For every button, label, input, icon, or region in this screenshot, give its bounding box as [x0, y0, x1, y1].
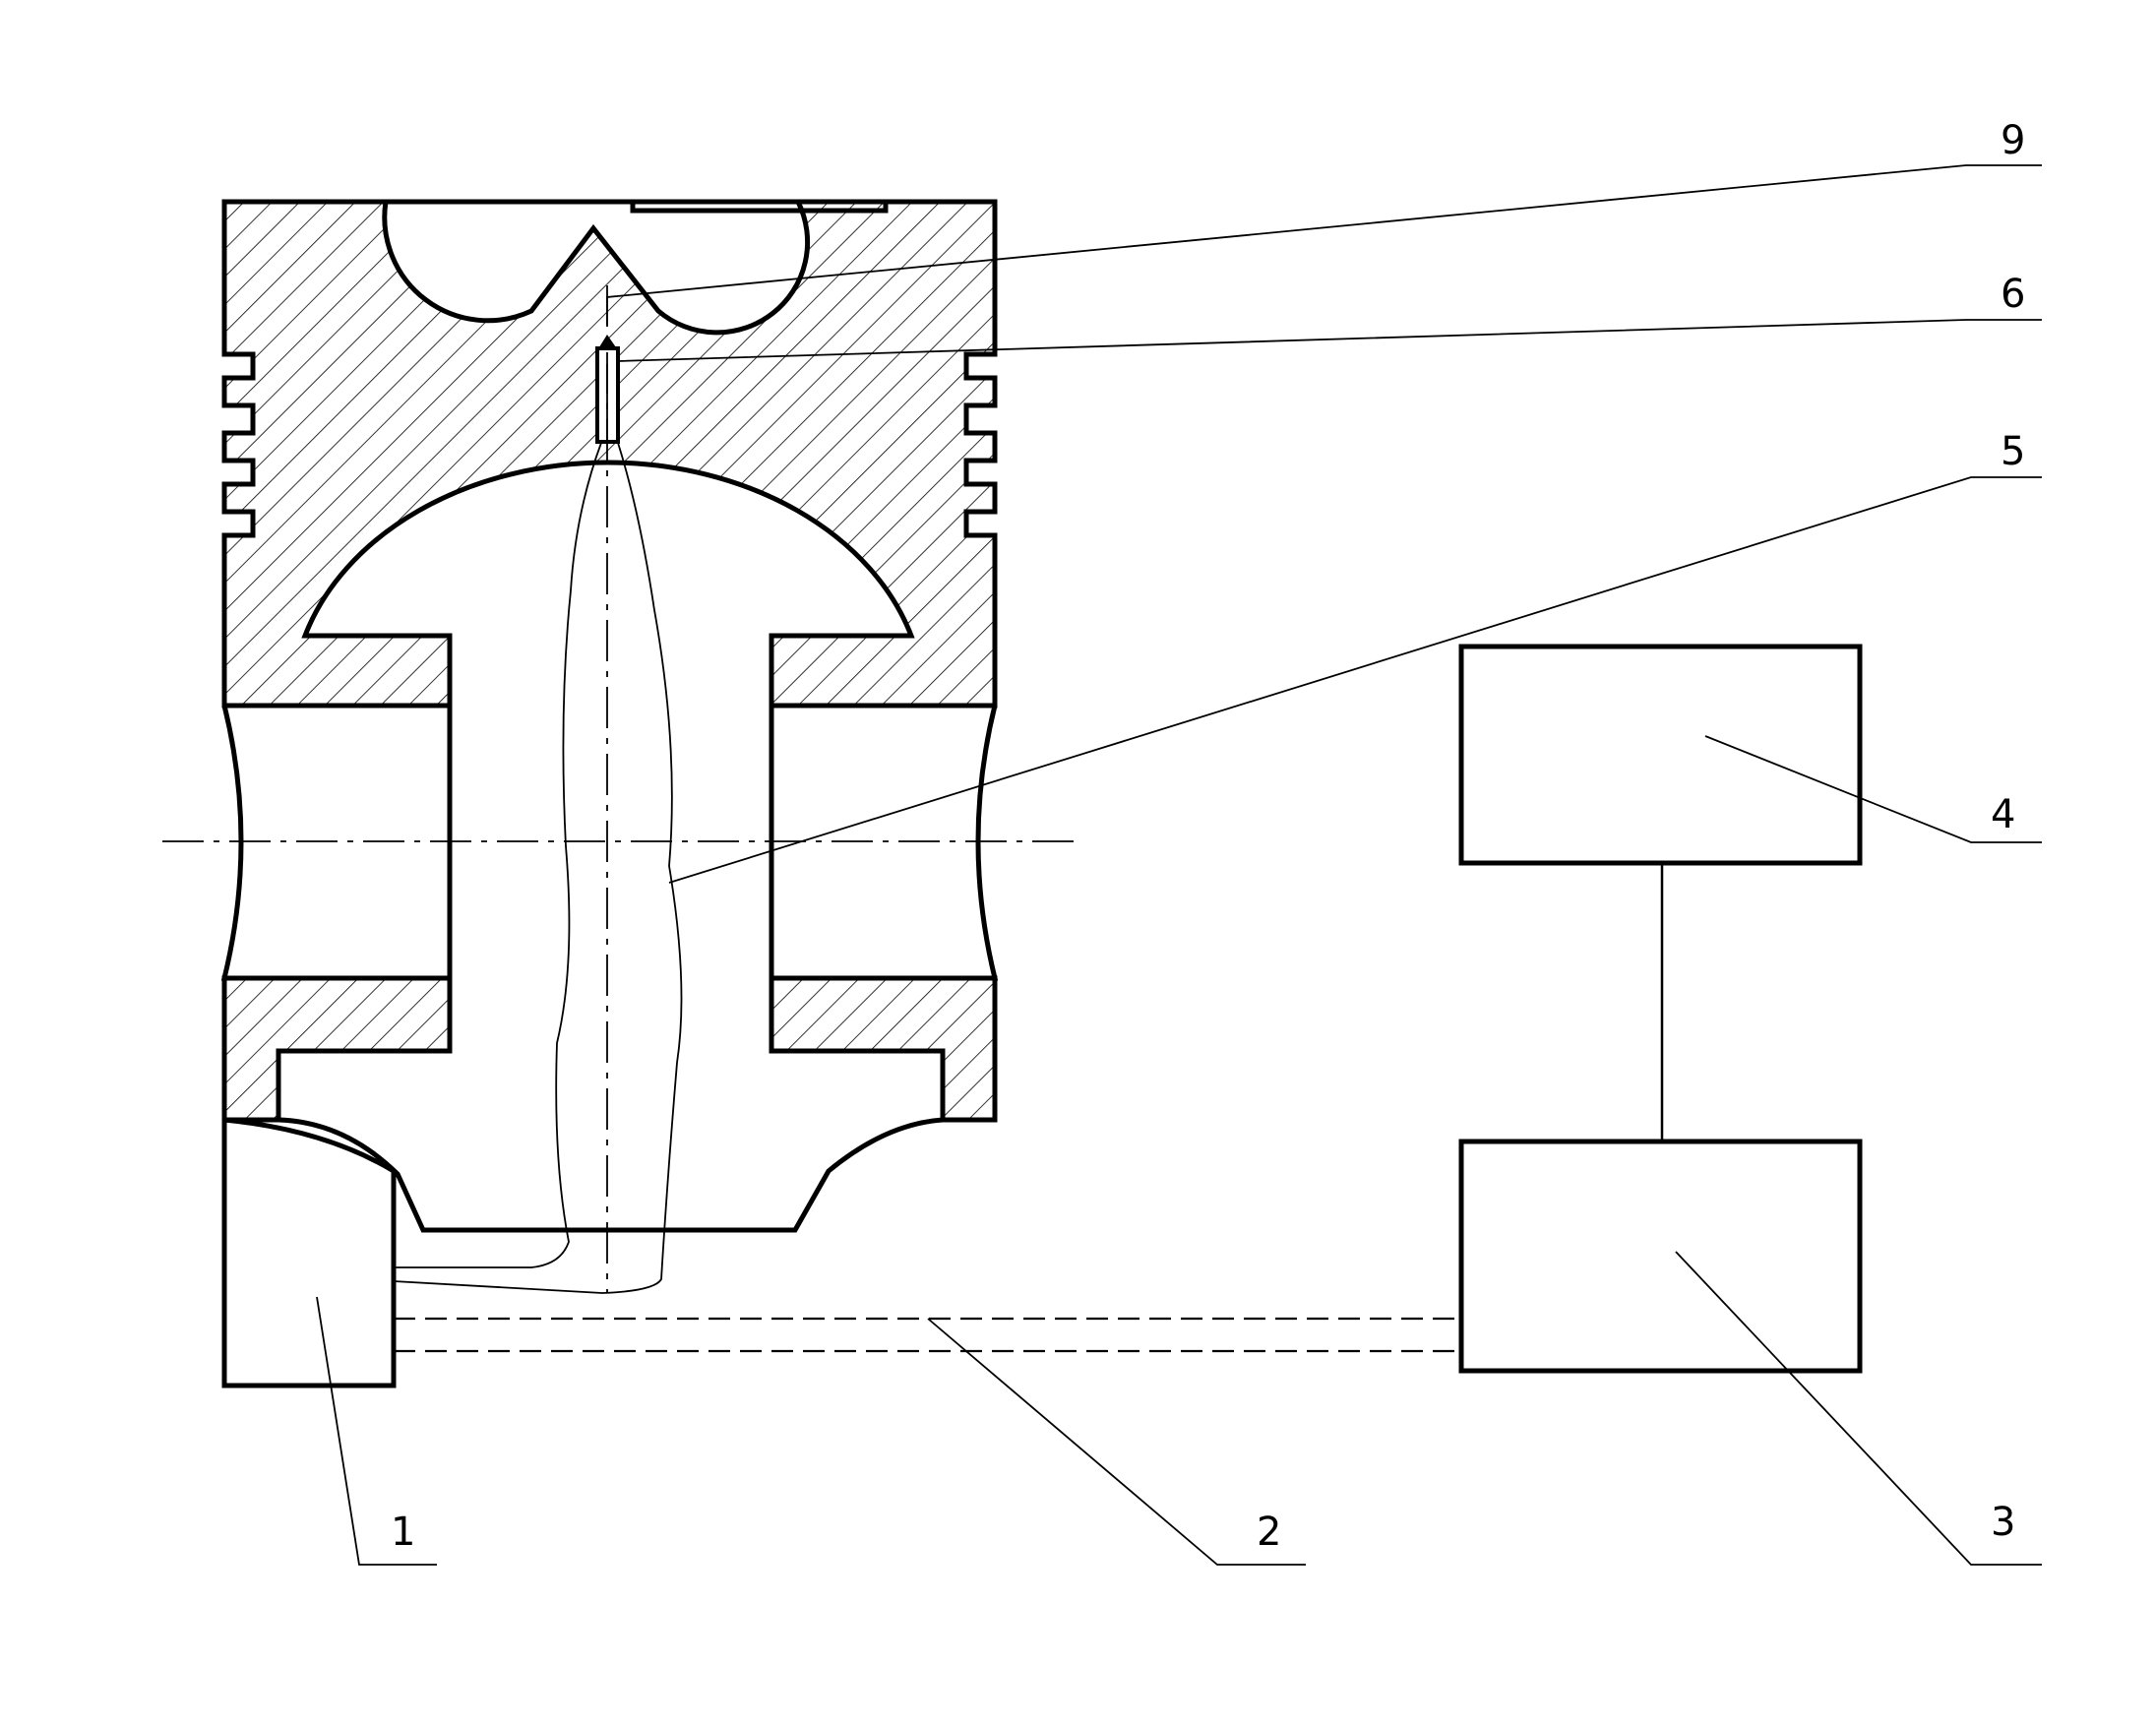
piston [162, 202, 1080, 1293]
callout-3: 3 [1991, 1500, 2015, 1545]
callout-5: 5 [2001, 429, 2025, 474]
callout-1: 1 [391, 1510, 415, 1555]
callout-4: 4 [1991, 792, 2015, 837]
jet-plume-outer [394, 443, 682, 1293]
callout-6: 6 [2001, 272, 2025, 317]
leader-2 [928, 1319, 1306, 1565]
piston-skirt-section-right [771, 978, 995, 1120]
callout-9: 9 [2001, 118, 2025, 163]
leader-1 [317, 1297, 437, 1565]
inner-cavity [278, 1120, 943, 1230]
block-1 [224, 1120, 394, 1386]
box-4 [1461, 647, 1860, 863]
callout-2: 2 [1257, 1510, 1281, 1555]
jet-plume [394, 443, 601, 1267]
piston-skirt-section [224, 978, 450, 1120]
piston-crown-section [224, 202, 995, 706]
box-3 [1461, 1141, 1860, 1371]
